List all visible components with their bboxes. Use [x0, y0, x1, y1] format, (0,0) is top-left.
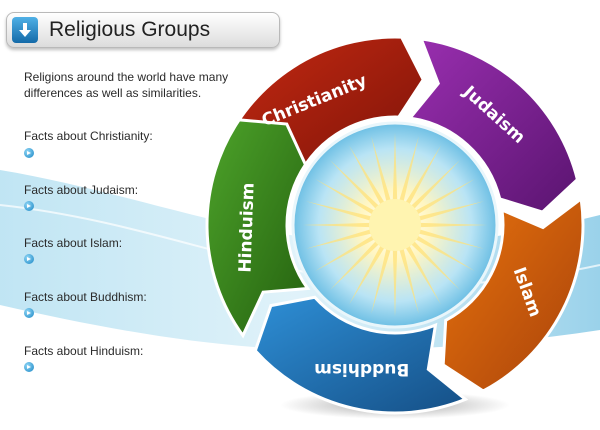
sun-ray: [315, 233, 378, 271]
sun-ray: [349, 242, 387, 305]
page-title: Religious Groups: [49, 18, 211, 41]
facts-buddhism-label: Facts about Buddhism:: [24, 290, 147, 304]
sun-ray: [349, 145, 387, 208]
sun-ray: [371, 245, 392, 314]
intro-text: Religions around the world have many dif…: [24, 70, 229, 100]
segment-judaism: [407, 36, 580, 214]
segment-hinduism: [205, 118, 311, 339]
sun-ray: [412, 233, 475, 271]
sun-ray: [415, 201, 484, 222]
facts-christianity-label: Facts about Christianity:: [24, 129, 153, 143]
segment-label-hinduism: Hinduism: [235, 182, 258, 273]
title-bar: Religious Groups: [6, 12, 280, 48]
sun-ray: [412, 179, 475, 217]
bullet-arrow-icon[interactable]: [24, 362, 34, 372]
sun-ray: [416, 222, 487, 228]
sun-ray: [408, 238, 461, 291]
sun-ray: [398, 136, 419, 205]
facts-judaism-label: Facts about Judaism:: [24, 183, 139, 197]
bullet-arrow-icon[interactable]: [24, 148, 34, 158]
sun-ray: [329, 159, 382, 212]
sun-ray: [329, 238, 382, 291]
sun-ray: [315, 179, 378, 217]
arrow-down-icon: [12, 17, 38, 43]
facts-islam-label: Facts about Islam:: [24, 236, 123, 250]
segment-buddhism: [253, 295, 469, 415]
sun-ray: [371, 136, 392, 205]
sun-ray: [403, 242, 441, 305]
sun-ray: [392, 246, 398, 317]
sun-ray: [392, 133, 398, 204]
bullet-arrow-icon[interactable]: [24, 254, 34, 264]
sun-ray: [303, 222, 374, 228]
bullet-arrow-icon[interactable]: [24, 308, 34, 318]
facts-hinduism-label: Facts about Hinduism:: [24, 344, 144, 358]
sun-ray: [415, 228, 484, 249]
segment-islam: [441, 196, 585, 393]
bullet-arrow-icon[interactable]: [24, 201, 34, 211]
sun-ray: [306, 201, 375, 222]
sun-ray: [306, 228, 375, 249]
sun-ray: [403, 145, 441, 208]
sun-core: [369, 199, 421, 251]
sun-ray: [408, 159, 461, 212]
sun-ray: [398, 245, 419, 314]
segment-label-buddhism: Buddhism: [314, 359, 409, 379]
